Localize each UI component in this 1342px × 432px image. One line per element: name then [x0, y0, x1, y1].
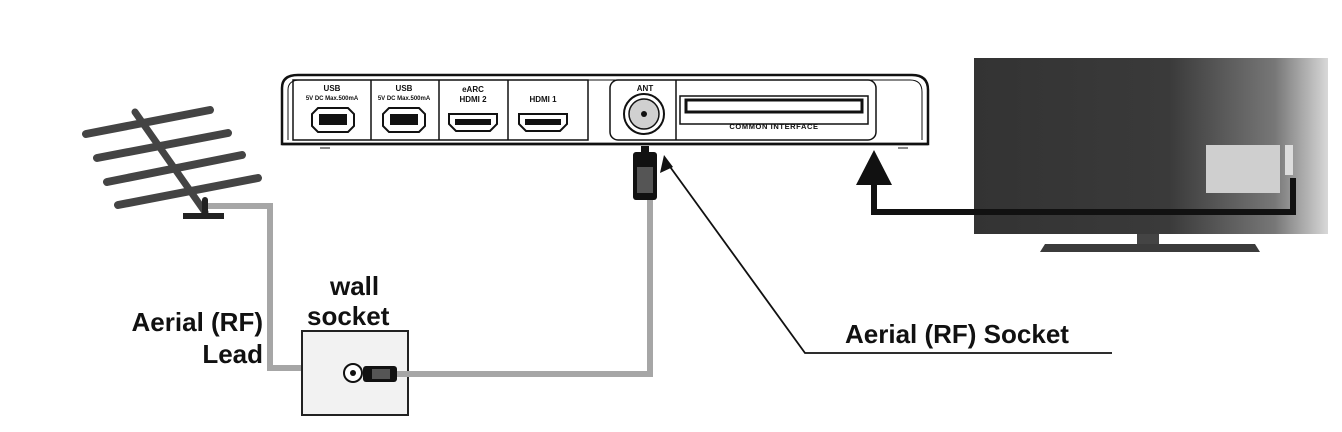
tv-side-panel [1206, 145, 1280, 193]
svg-text:5V DC Max.500mA: 5V DC Max.500mA [306, 96, 359, 102]
box-to-tv-connection [856, 150, 1296, 215]
antenna-cable [395, 194, 653, 377]
usb-port-2: USB 5V DC Max.500mA [378, 84, 431, 133]
aerial-lead-label-line1: Aerial (RF) [131, 307, 263, 337]
aerial-lead-cable [208, 203, 303, 371]
svg-text:USB: USB [396, 84, 413, 93]
svg-text:ANT: ANT [637, 84, 654, 93]
svg-text:USB: USB [324, 84, 341, 93]
common-interface-label: COMMON INTERFACE [729, 122, 818, 131]
usb-port-1: USB 5V DC Max.500mA [306, 84, 359, 133]
tv [974, 58, 1328, 252]
coax-plug-wall [363, 366, 397, 382]
hdmi-2-port: eARC HDMI 2 [448, 85, 498, 132]
hdmi-1-port: HDMI 1 [518, 95, 568, 132]
svg-text:HDMI 2: HDMI 2 [459, 95, 487, 104]
set-top-box [280, 73, 930, 149]
wall-socket-label-line2: socket [307, 301, 390, 331]
coax-plug-ant [633, 146, 657, 200]
aerial-lead-label-line2: Lead [202, 339, 263, 369]
tv-stand [1040, 244, 1260, 252]
aerial-socket-label: Aerial (RF) Socket [845, 319, 1069, 349]
svg-text:5V DC Max.500mA: 5V DC Max.500mA [378, 96, 431, 102]
svg-text:HDMI 1: HDMI 1 [529, 95, 557, 104]
aerial-antenna [82, 106, 262, 219]
svg-text:eARC: eARC [462, 85, 484, 94]
ant-port: ANT [623, 84, 665, 135]
aerial-socket-callout [660, 155, 1112, 354]
wall-socket-label-line1: wall [330, 271, 380, 301]
insert-arrow [856, 150, 892, 185]
